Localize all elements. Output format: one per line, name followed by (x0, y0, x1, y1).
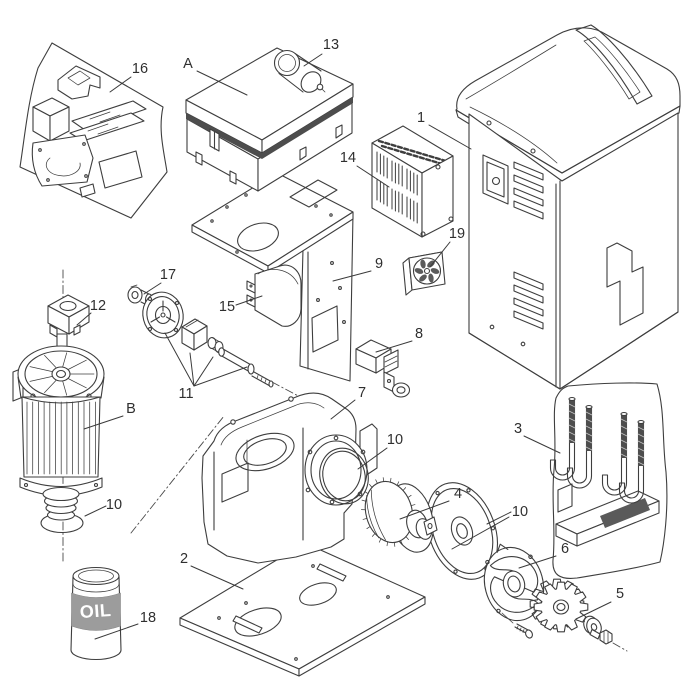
limit-switch-8 (355, 339, 411, 398)
callout-label-19: 19 (449, 226, 465, 242)
callout-label-4: 4 (454, 486, 462, 502)
callout-labels: 16 A 13 1 14 19 9 17 12 15 8 11 B 7 10 1… (90, 37, 624, 626)
capacitor-15 (246, 264, 302, 327)
callout-label-10-oring: 10 (387, 432, 403, 448)
drive-coupling-set-11 (142, 291, 274, 388)
leader-lines (76, 53, 612, 640)
pinion-gear-5 (529, 578, 613, 645)
oil-bottle-18: OIL (70, 566, 122, 661)
anchor-bolt (618, 419, 645, 504)
hardware-kit-16 (19, 42, 168, 219)
callout-label-3: 3 (514, 421, 522, 437)
callout-label-5: 5 (616, 586, 624, 602)
callout-label-15: 15 (219, 299, 235, 315)
bolt-5 (589, 628, 613, 645)
capacitor-13 (273, 49, 326, 93)
callout-label-12: 12 (90, 298, 106, 314)
release-screw (501, 612, 533, 639)
callout-label-6: 6 (561, 541, 569, 557)
motor-seal-10 (40, 486, 84, 534)
vent-louvers-upper (513, 161, 544, 220)
callout-label-11: 11 (178, 386, 193, 402)
callout-label-7: 7 (358, 385, 366, 401)
vent-louvers-lower (513, 271, 544, 330)
drive-gear-4 (360, 477, 438, 553)
interlock-slot (606, 242, 644, 326)
motor-b (12, 333, 105, 534)
callout-label-8: 8 (415, 326, 423, 342)
base-plate-2 (179, 542, 426, 677)
key-switch (482, 154, 509, 205)
cabinet-housing-1 (455, 24, 681, 390)
callout-label-2: 2 (180, 551, 188, 567)
oil-label: OIL (79, 600, 112, 622)
callout-label-13: 13 (323, 37, 339, 53)
release-housing-6 (483, 543, 545, 639)
callout-label-16: 16 (132, 61, 148, 77)
anchor-bolt (601, 411, 628, 496)
callout-label-b: B (126, 401, 136, 417)
callout-label-17: 17 (160, 267, 176, 283)
chassis-bracket-9 (191, 172, 354, 382)
callout-label-a: A (183, 56, 193, 72)
callout-label-1: 1 (417, 110, 425, 126)
callout-label-14: 14 (340, 150, 356, 166)
anchor-bolt (549, 396, 576, 481)
o-ring-10 (319, 447, 369, 505)
callout-label-18: 18 (140, 610, 156, 626)
callout-label-9: 9 (375, 256, 383, 272)
control-box-a (185, 47, 354, 192)
anchor-bolt (566, 404, 593, 489)
callout-label-10-cover: 10 (512, 504, 528, 520)
cooling-fan-19 (402, 251, 446, 296)
control-unit-14 (371, 125, 454, 238)
anchor-kit-3 (549, 382, 668, 579)
gearbox-housing-7 (201, 392, 378, 564)
callout-label-10-seal: 10 (106, 497, 122, 513)
oil-label-band (71, 592, 121, 631)
junction-box-12 (47, 294, 90, 338)
